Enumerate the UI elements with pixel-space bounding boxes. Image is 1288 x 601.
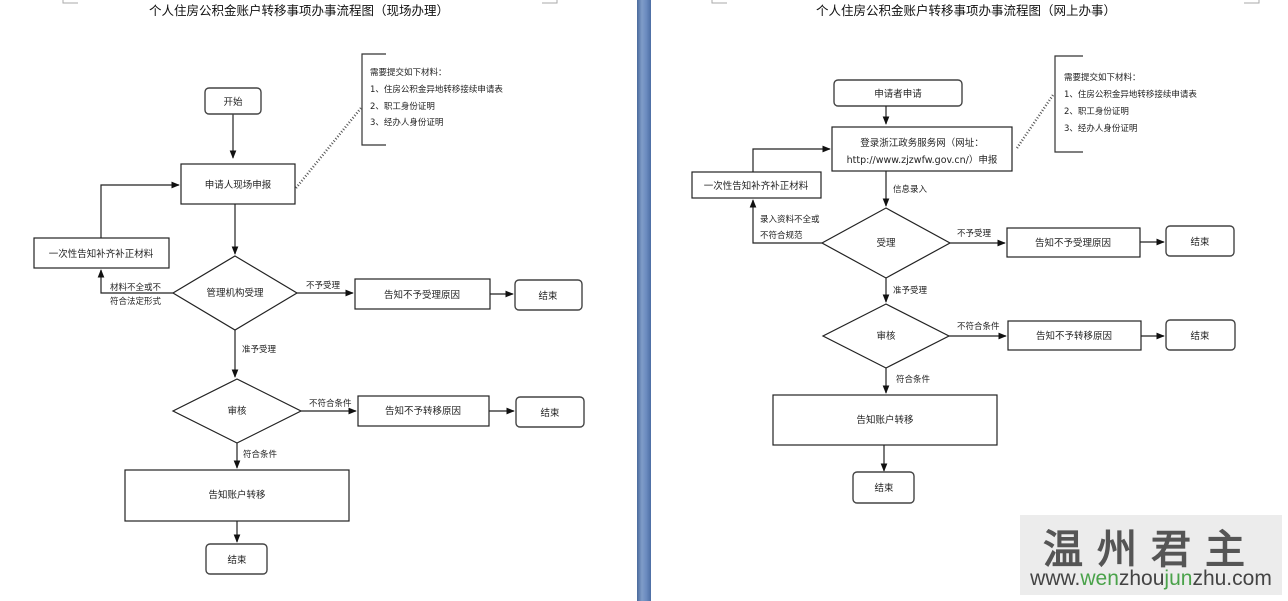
- left-deny-end-node: [515, 396, 585, 428]
- left-notify-label: 告知账户转移: [208, 489, 266, 501]
- left-note-bracket: [361, 53, 386, 146]
- left-note-connector: [295, 107, 362, 189]
- right-edge-accepted: 准予受理: [893, 285, 928, 296]
- right-note-connector: [1015, 94, 1055, 149]
- right-deny-notice-label: 告知不予转移原因: [1036, 330, 1112, 342]
- left-notify-node: [124, 469, 350, 522]
- left-edge-not-qualified: 不符合条件: [309, 398, 352, 409]
- right-edge-not-accepted: 不予受理: [957, 228, 992, 239]
- left-review-label: 审核: [227, 405, 247, 417]
- left-accept-label: 管理机构受理: [206, 287, 264, 299]
- left-chart-title: 个人住房公积金账户转移事项办事流程图（现场办理）: [149, 3, 449, 18]
- right-end-label: 结束: [874, 482, 894, 494]
- left-reject-end-node: [514, 279, 583, 311]
- right-login-label-2: http://www.zjzwfw.gov.cn/）申报: [847, 154, 998, 166]
- right-document-page: [651, 0, 1288, 601]
- right-note-item: 1、住房公积金异地转移接续申请表: [1064, 89, 1197, 100]
- right-note-heading: 需要提交如下材料：: [1064, 72, 1141, 83]
- right-note-item: 2、职工身份证明: [1064, 106, 1129, 117]
- left-reject-end-label: 结束: [538, 290, 558, 302]
- right-edge-not-qualified: 不符合条件: [957, 321, 1000, 332]
- right-reject-end-label: 结束: [1190, 236, 1210, 248]
- left-edge-accepted: 准予受理: [242, 344, 277, 355]
- right-edge-info-entry: 信息录入: [893, 184, 928, 195]
- arrow: [749, 199, 822, 244]
- right-edge-qualified: 符合条件: [896, 374, 931, 385]
- right-login-label-1: 登录浙江政务服务网（网址：: [860, 137, 984, 149]
- left-note-item: 2、职工身份证明: [370, 101, 435, 112]
- right-deny-end-label: 结束: [1190, 330, 1210, 342]
- left-end-label: 结束: [227, 554, 247, 566]
- right-chart-title: 个人住房公积金账户转移事项办事流程图（网上办事）: [816, 3, 1116, 18]
- arrow: [100, 181, 180, 238]
- right-reject-notice-label: 告知不予受理原因: [1035, 237, 1111, 249]
- right-note-bracket: [1054, 55, 1083, 153]
- watermark-url-part-accent: wen: [1080, 567, 1119, 590]
- right-supplement-label: 一次性告知补齐补正材料: [704, 180, 809, 192]
- right-edge-incomplete: 不符合规范: [760, 230, 803, 241]
- left-end-node: [205, 543, 268, 575]
- right-supplement-node: [691, 171, 822, 199]
- right-accept-label: 受理: [876, 237, 896, 249]
- right-review-label: 审核: [876, 330, 896, 342]
- left-deny-notice-label: 告知不予转移原因: [385, 405, 461, 417]
- right-start-label: 申请者申请: [874, 88, 922, 100]
- left-deny-end-label: 结束: [540, 407, 560, 419]
- left-start-node-box: [204, 87, 262, 115]
- watermark-url: www.wenzhoujunzhu.com: [1020, 567, 1282, 591]
- left-supplement-label: 一次性告知补齐补正材料: [49, 248, 154, 260]
- right-flowchart: 个人住房公积金账户转移事项办事流程图（网上办事） 需要提交如下材料： 1、住房公…: [691, 3, 1236, 504]
- page-corner-mark: [62, 0, 78, 4]
- left-note-item: 3、经办人身份证明: [370, 117, 443, 128]
- left-edge-qualified: 符合条件: [243, 449, 278, 460]
- left-edge-incomplete: 材料不全或不: [110, 282, 162, 293]
- right-deny-notice-node: [1007, 320, 1142, 351]
- page-corner-mark: [711, 0, 727, 4]
- left-edge-incomplete: 符合法定形式: [110, 296, 162, 307]
- watermark-logo: 温州君主 www.wenzhoujunzhu.com: [1020, 515, 1282, 595]
- left-note-item: 1、住房公积金异地转移接续申请表: [370, 84, 503, 95]
- right-reject-end-node: [1165, 225, 1235, 257]
- right-start-node: [833, 79, 963, 107]
- watermark-url-part-accent: jun: [1164, 567, 1193, 590]
- right-login-node: [831, 126, 1013, 172]
- right-reject-notice-node: [1006, 227, 1141, 258]
- left-apply-node: [180, 163, 296, 205]
- right-deny-end-node: [1165, 319, 1236, 351]
- right-notify-label: 告知账户转移: [856, 414, 914, 426]
- left-supplement-node: [33, 237, 170, 269]
- page-corner-mark: [1244, 0, 1260, 4]
- watermark-url-part: zhou: [1118, 567, 1165, 590]
- left-reject-notice-label: 告知不予受理原因: [384, 289, 460, 301]
- watermark-url-part: www.: [1030, 567, 1081, 590]
- arrow: [752, 145, 831, 172]
- left-note-heading: 需要提交如下材料：: [370, 67, 447, 78]
- left-deny-notice-node: [357, 395, 490, 427]
- left-apply-label: 申请人现场申报: [205, 179, 272, 191]
- right-notify-node: [772, 394, 998, 446]
- watermark-url-part: zhu.com: [1192, 567, 1272, 590]
- right-edge-incomplete: 录入资料不全或: [760, 214, 820, 225]
- left-start-text: 开始: [223, 96, 243, 108]
- arrow: [97, 269, 173, 294]
- page-divider-scrollbar: [637, 0, 651, 601]
- left-flowchart: 个人住房公积金账户转移事项办事流程图（现场办理） 需要提交如下材料： 1、住房公…: [33, 3, 585, 575]
- page-corner-mark: [542, 0, 558, 4]
- watermark-chinese-text: 温州君主: [1043, 526, 1259, 573]
- right-note-item: 3、经办人身份证明: [1064, 123, 1137, 134]
- right-end-node: [852, 471, 915, 504]
- left-edge-not-accepted: 不予受理: [306, 280, 341, 291]
